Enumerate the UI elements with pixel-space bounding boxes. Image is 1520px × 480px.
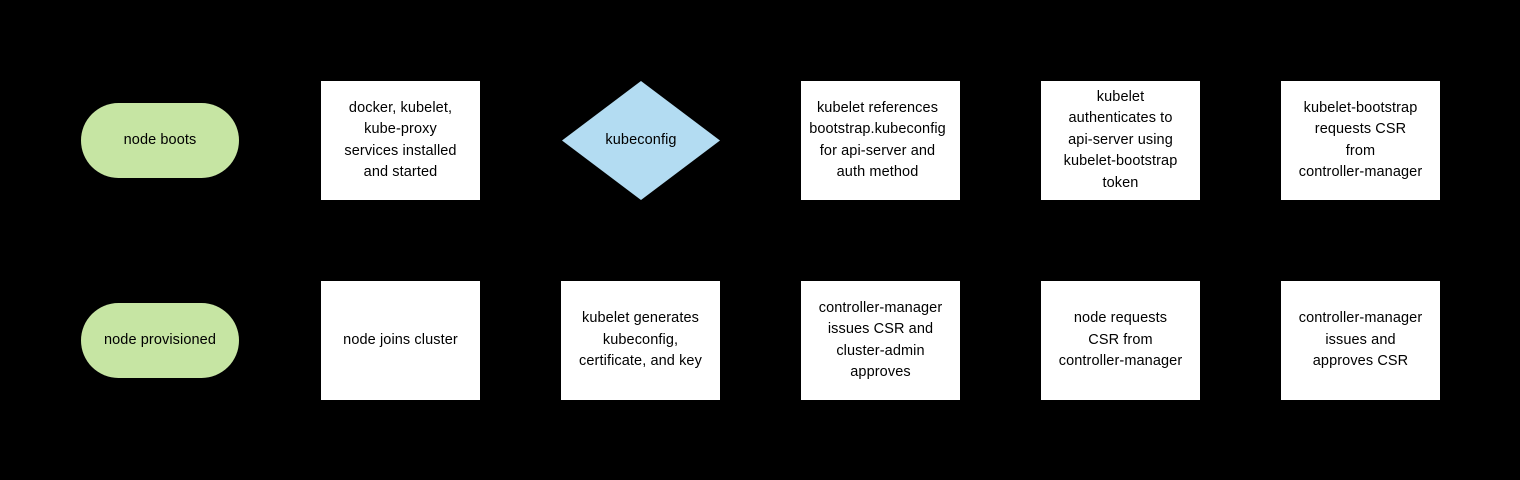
flow-node-kubelet-bootstrap-requests-csr[interactable]: kubelet-bootstrap requests CSR from cont… bbox=[1281, 81, 1440, 200]
flow-node-label: kubeconfig bbox=[605, 131, 677, 148]
flow-node-kubeconfig-decision[interactable]: kubeconfig bbox=[562, 81, 720, 200]
flow-node-label: node joins cluster bbox=[343, 331, 458, 348]
flow-node-services-installed[interactable]: docker, kubelet, kube-proxy services ins… bbox=[321, 81, 480, 200]
flow-node-label: kubelet references bootstrap.kubeconfig … bbox=[809, 99, 946, 181]
flow-node-node-joins-cluster[interactable]: node joins cluster bbox=[321, 281, 480, 400]
flow-node-label: controller-manager issues and approves C… bbox=[1298, 310, 1423, 370]
flow-node-node-requests-csr[interactable]: node requests CSR from controller-manage… bbox=[1041, 281, 1200, 400]
flow-node-label: docker, kubelet, kube-proxy services ins… bbox=[344, 99, 457, 181]
flow-node-label: node provisioned bbox=[103, 331, 217, 348]
flow-node-kubelet-references-bootstrap[interactable]: kubelet references bootstrap.kubeconfig … bbox=[801, 81, 960, 200]
flow-node-kubelet-generates[interactable]: kubelet generates kubeconfig, certificat… bbox=[561, 281, 720, 400]
flow-node-label: node boots bbox=[123, 131, 197, 148]
flow-node-node-boots[interactable]: node boots bbox=[81, 103, 239, 178]
flow-node-label: controller-manager issues CSR and cluste… bbox=[818, 299, 943, 381]
flow-node-controller-manager-issues-approves[interactable]: controller-manager issues and approves C… bbox=[1281, 281, 1440, 400]
flow-node-label: kubelet authenticates to api-server usin… bbox=[1063, 88, 1178, 191]
flow-node-node-provisioned[interactable]: node provisioned bbox=[81, 303, 239, 378]
flow-node-controller-manager-issues-csr[interactable]: controller-manager issues CSR and cluste… bbox=[801, 281, 960, 400]
flow-node-label: kubelet generates kubeconfig, certificat… bbox=[579, 310, 702, 370]
flow-node-label: kubelet-bootstrap requests CSR from cont… bbox=[1298, 99, 1423, 181]
flow-node-label: node requests CSR from controller-manage… bbox=[1058, 310, 1183, 370]
flow-node-kubelet-authenticates[interactable]: kubelet authenticates to api-server usin… bbox=[1041, 81, 1200, 200]
